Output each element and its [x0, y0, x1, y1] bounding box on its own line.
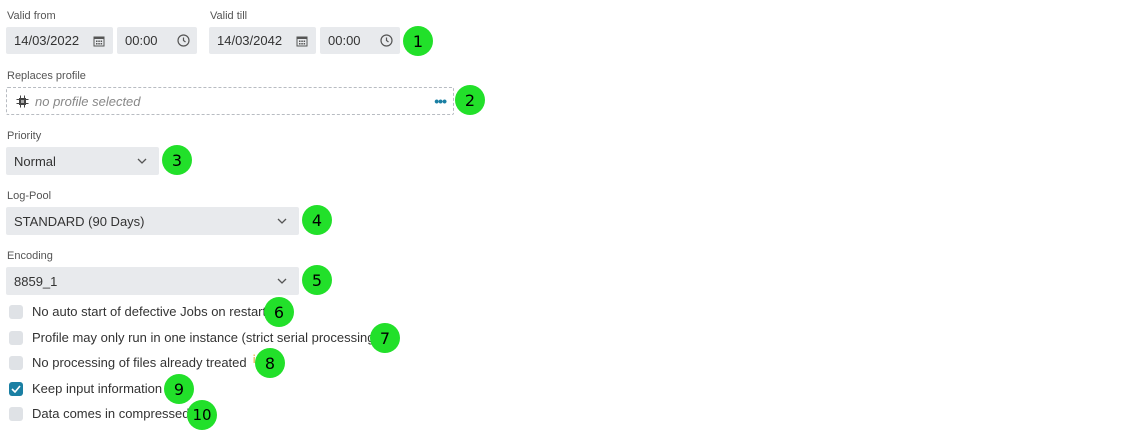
log-pool-select[interactable]: STANDARD (90 Days): [6, 207, 299, 235]
more-options-icon[interactable]: •••: [434, 93, 447, 109]
checkbox[interactable]: [9, 355, 23, 370]
callout-badge-4: 4: [302, 205, 332, 235]
log-pool-value: STANDARD (90 Days): [14, 213, 145, 229]
valid-from-date-input[interactable]: 14/03/2022: [6, 27, 113, 54]
option-compressed[interactable]: Data comes in compressed: [9, 406, 190, 421]
checkbox[interactable]: [9, 330, 23, 345]
checkbox[interactable]: [9, 304, 23, 319]
valid-from-date-value: 14/03/2022: [14, 33, 80, 48]
chevron-down-icon: [134, 153, 150, 169]
option-single-instance[interactable]: Profile may only run in one instance (st…: [9, 330, 379, 345]
encoding-select[interactable]: 8859_1: [6, 267, 299, 295]
chip-icon: [16, 95, 29, 108]
clock-icon[interactable]: [175, 33, 191, 49]
checkbox-checked[interactable]: [9, 381, 23, 396]
option-label: No processing of files already treated: [32, 355, 247, 370]
option-label: Keep input information: [32, 381, 163, 396]
valid-till-date-value: 14/03/2042: [217, 33, 283, 48]
valid-till-time-value: 00:00: [328, 33, 361, 48]
option-label: No auto start of defective Jobs on resta…: [32, 304, 267, 319]
option-no-reprocessing[interactable]: No processing of files already treated ⅰ: [9, 353, 256, 370]
priority-label: Priority: [7, 130, 42, 142]
clock-icon[interactable]: [378, 33, 394, 49]
option-label: Data comes in compressed: [32, 406, 190, 421]
callout-badge-7: 7: [370, 323, 400, 353]
checkbox[interactable]: [9, 406, 23, 421]
callout-badge-8: 8: [255, 348, 285, 378]
priority-select[interactable]: Normal: [6, 147, 159, 175]
callout-badge-3: 3: [162, 145, 192, 175]
callout-badge-9: 9: [164, 374, 194, 404]
encoding-label: Encoding: [7, 250, 53, 262]
valid-from-time-value: 00:00: [125, 33, 158, 48]
priority-value: Normal: [14, 153, 56, 169]
option-label: Profile may only run in one instance (st…: [32, 330, 379, 345]
valid-from-label: Valid from: [7, 10, 56, 22]
chevron-down-icon: [274, 213, 290, 229]
encoding-value: 8859_1: [14, 273, 58, 289]
calendar-icon[interactable]: [294, 33, 310, 49]
option-no-auto-start[interactable]: No auto start of defective Jobs on resta…: [9, 304, 266, 319]
valid-till-time-input[interactable]: 00:00: [320, 27, 400, 54]
replaces-profile-placeholder: no profile selected: [35, 93, 141, 109]
replaces-profile-field[interactable]: no profile selected •••: [6, 87, 454, 115]
check-icon: [11, 384, 21, 393]
valid-till-date-input[interactable]: 14/03/2042: [209, 27, 316, 54]
callout-badge-10: 10: [187, 400, 217, 430]
option-keep-input[interactable]: Keep input information: [9, 381, 162, 396]
info-icon[interactable]: ⅰ: [253, 353, 256, 366]
replaces-profile-label: Replaces profile: [7, 70, 86, 82]
callout-badge-5: 5: [302, 265, 332, 295]
callout-badge-6: 6: [264, 297, 294, 327]
valid-till-label: Valid till: [210, 10, 248, 22]
valid-from-time-input[interactable]: 00:00: [117, 27, 197, 54]
callout-badge-1: 1: [403, 26, 433, 56]
chevron-down-icon: [274, 273, 290, 289]
calendar-icon[interactable]: [91, 33, 107, 49]
callout-badge-2: 2: [455, 85, 485, 115]
log-pool-label: Log-Pool: [7, 190, 52, 202]
